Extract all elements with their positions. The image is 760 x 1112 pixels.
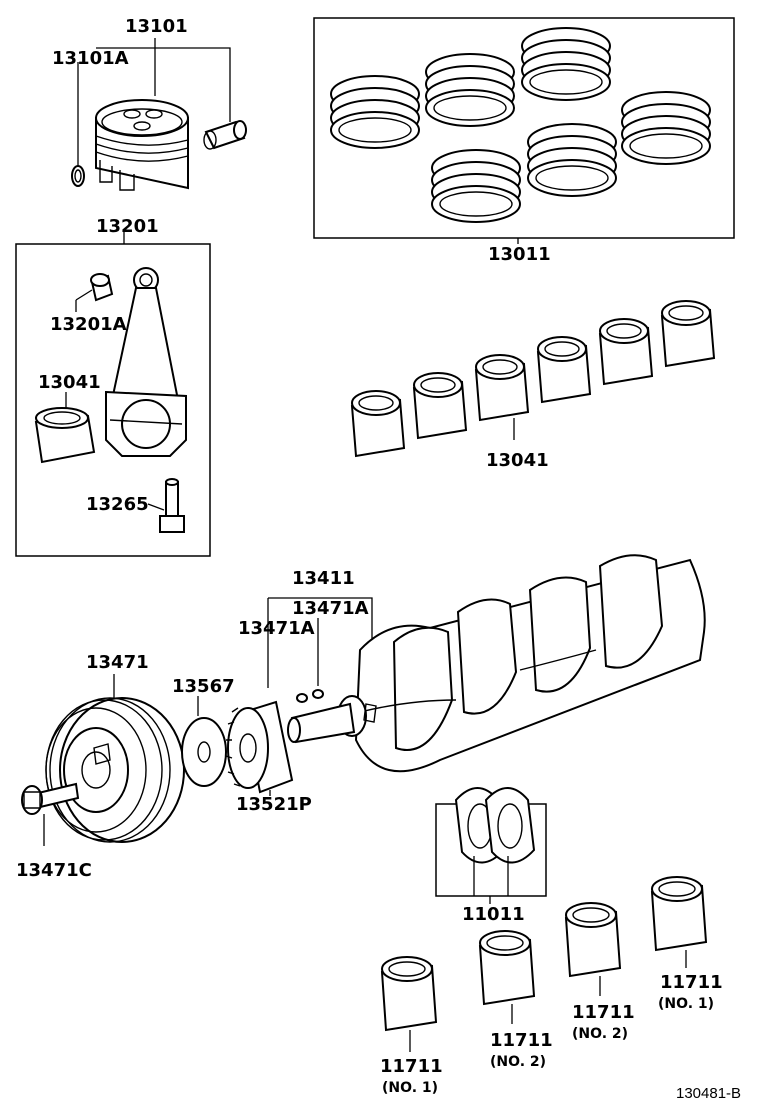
label-main-bearing-2-sub: (NO. 2) <box>490 1054 546 1070</box>
thrust-washers <box>454 787 536 864</box>
bearing-3 <box>474 354 530 422</box>
label-conrod-bushing: 13201A <box>50 314 127 335</box>
main-bearing-3 <box>564 902 622 978</box>
crankshaft-pulley <box>45 697 185 843</box>
conrod-bearing <box>34 407 96 464</box>
ring-stack-3 <box>521 27 611 101</box>
label-timing-sprocket: 13521P <box>236 794 312 815</box>
conrod-bolt <box>159 478 185 533</box>
conrod-box <box>15 243 211 557</box>
label-conrod-bolt: 13265 <box>86 494 149 515</box>
main-bearing-2 <box>478 930 536 1006</box>
label-plate: 13567 <box>172 676 235 697</box>
timing-sprocket <box>225 700 294 794</box>
ring-set-box <box>313 17 735 239</box>
label-pulley: 13471 <box>86 652 149 673</box>
ring-stack-2 <box>425 53 515 127</box>
label-ring-set: 13011 <box>488 244 551 265</box>
label-main-bearing-2: 11711 <box>490 1030 553 1051</box>
label-thrust-washer: 11011 <box>462 904 525 925</box>
piston-snap-ring <box>71 165 85 187</box>
timing-plate <box>181 717 227 787</box>
label-piston: 13101 <box>125 16 188 37</box>
piston-rings <box>330 27 711 223</box>
figure-reference: 130481-B <box>676 1085 741 1102</box>
bearing-2 <box>412 372 468 440</box>
label-main-bearing-3-sub: (NO. 2) <box>572 1026 628 1042</box>
label-piston-pin: 13101A <box>52 48 129 69</box>
label-conrod-bearing-set: 13041 <box>486 450 549 471</box>
label-pulley-bolt: 13471C <box>16 860 92 881</box>
label-crank-key-lower: 13471A <box>238 618 315 639</box>
piston <box>95 99 189 191</box>
label-crankshaft: 13411 <box>292 568 355 589</box>
bearing-1 <box>350 390 406 458</box>
label-main-bearing-1-sub: (NO. 1) <box>382 1080 438 1096</box>
ring-stack-5 <box>527 123 617 197</box>
crank-keys <box>296 689 324 703</box>
ring-stack-6 <box>431 149 521 223</box>
main-bearing-4 <box>650 876 708 952</box>
ring-stack-4 <box>621 91 711 165</box>
ring-stack-1 <box>330 75 420 149</box>
label-main-bearing-4-sub: (NO. 1) <box>658 996 714 1012</box>
label-conrod: 13201 <box>96 216 159 237</box>
label-conrod-bearing: 13041 <box>38 372 101 393</box>
main-bearing-1 <box>380 956 438 1032</box>
label-crank-key-upper: 13471A <box>292 598 369 619</box>
connecting-rod <box>105 267 187 457</box>
bearing-4 <box>536 336 592 404</box>
conrod-bearing-set <box>350 300 716 458</box>
conrod-bushing <box>90 273 114 302</box>
label-main-bearing-4: 11711 <box>660 972 723 993</box>
label-main-bearing-3: 11711 <box>572 1002 635 1023</box>
bearing-5 <box>598 318 654 386</box>
label-main-bearing-1: 11711 <box>380 1056 443 1077</box>
crankshaft <box>287 554 706 773</box>
pulley-bolt <box>21 782 80 815</box>
bearing-6 <box>660 300 716 368</box>
piston-pin <box>203 120 247 150</box>
